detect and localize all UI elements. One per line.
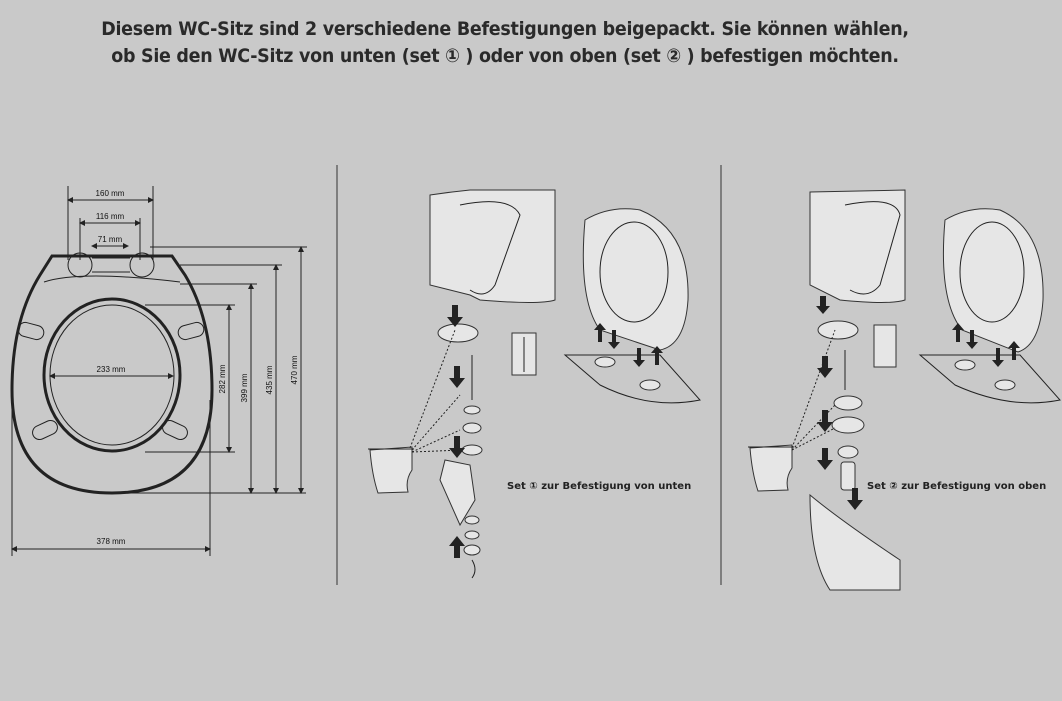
arrow-down-icon [447, 305, 463, 327]
toilet-icon [369, 446, 413, 494]
hinges [67, 252, 155, 278]
arrow-up-icon [449, 536, 465, 558]
arrow-down-icon [817, 356, 833, 378]
arrow-down-icon [449, 436, 465, 458]
set2-caption: Set ② zur Befestigung von oben [867, 481, 1046, 492]
seat-opening [42, 297, 182, 453]
seat-outline [10, 254, 214, 495]
dim-470: 470 mm [290, 355, 299, 384]
dim-116: 116 mm [96, 212, 125, 221]
arrow-down-icon [449, 366, 465, 388]
dim-435: 435 mm [265, 365, 274, 394]
arrow-down-icon [816, 296, 830, 314]
set2-illustration [748, 189, 1061, 591]
dim-378: 378 mm [97, 537, 126, 546]
set1-caption: Set ① zur Befestigung von unten [507, 481, 691, 492]
toilet-icon [749, 444, 793, 492]
header-line-2: ob Sie den WC-Sitz von unten (set ① ) od… [111, 45, 899, 67]
dim-160: 160 mm [96, 189, 125, 198]
set1-illustration [368, 189, 701, 579]
arrow-down-icon [817, 410, 833, 432]
arrow-down-icon [847, 488, 863, 510]
bumper-pads [17, 321, 205, 441]
header-line-1: Diesem WC-Sitz sind 2 verschiedene Befes… [101, 18, 909, 40]
seat-dimension-drawing: 160 mm 116 mm 71 mm 233 mm 378 mm 282 mm… [10, 186, 307, 556]
arrow-down-icon [817, 448, 833, 470]
dim-282: 282 mm [218, 364, 227, 393]
screwdriver-icon [873, 324, 897, 368]
dim-71: 71 mm [98, 235, 123, 244]
dim-233: 233 mm [97, 365, 126, 374]
dim-399: 399 mm [240, 373, 249, 402]
